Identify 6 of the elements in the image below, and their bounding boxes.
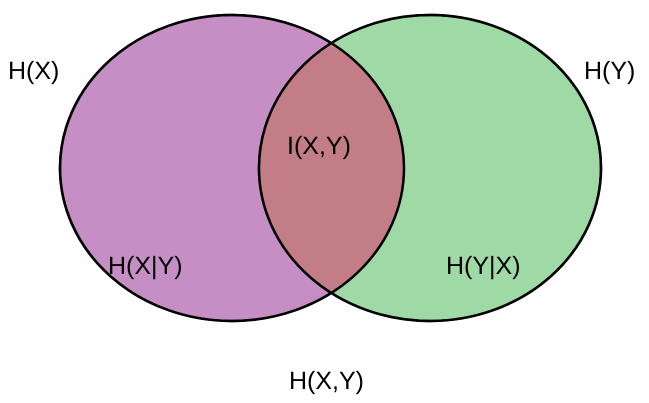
union-label: H(X,Y): [289, 368, 364, 396]
region-label: I(X,Y): [287, 133, 351, 160]
set-label: H(X): [8, 58, 60, 86]
set-label: H(Y): [584, 58, 636, 86]
region-label: H(X|Y): [108, 253, 183, 280]
region-label: H(Y|X): [446, 253, 521, 280]
